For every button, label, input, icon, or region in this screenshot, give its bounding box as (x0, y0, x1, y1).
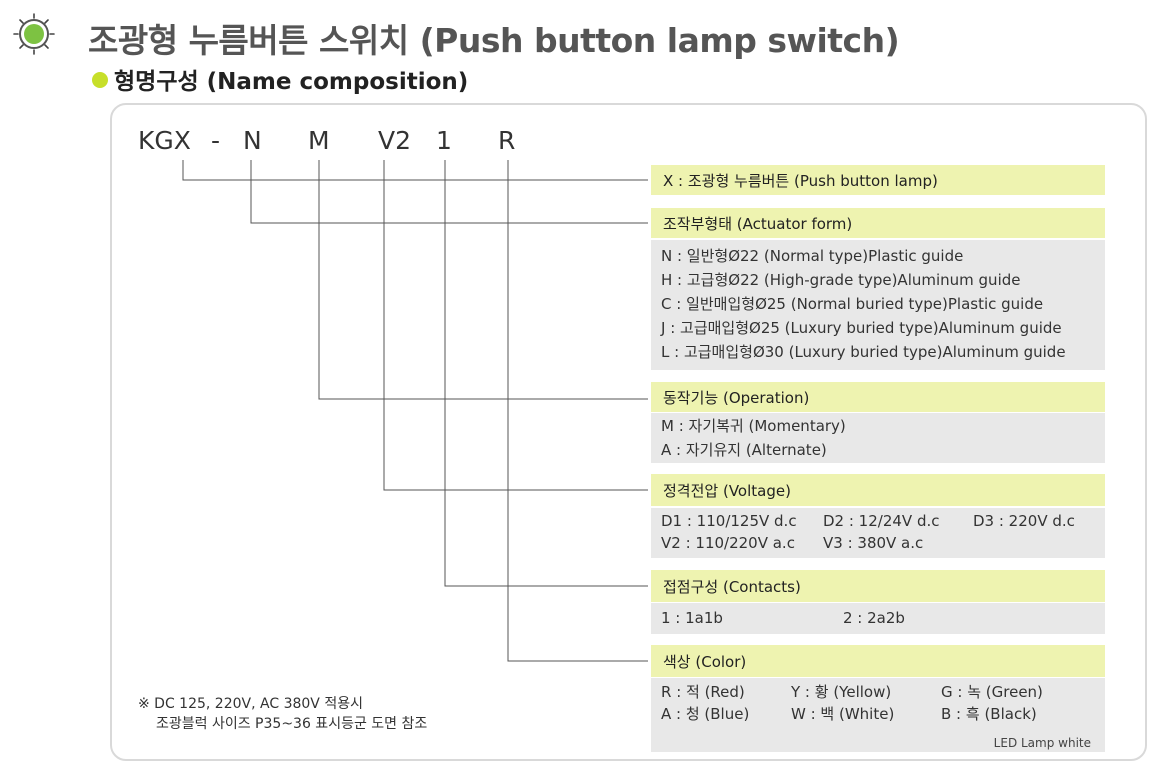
color-option: B : 흑 (Black) (941, 705, 1037, 723)
section-subtitle: 형명구성 (Name composition) (92, 62, 468, 96)
contacts-header: 접점구성 (Contacts) (651, 570, 1105, 602)
connector-voltage (383, 160, 648, 491)
bullet-dot-icon (92, 72, 108, 88)
connector-actuator (250, 160, 648, 224)
footnote-line: ※ DC 125, 220V, AC 380V 적용시 (138, 696, 363, 712)
actuator-header: 조작부형태 (Actuator form) (651, 208, 1105, 238)
color-option: R : 적 (Red) (661, 683, 745, 701)
composition-frame (110, 103, 1147, 761)
actuator-option: L : 고급매입형Ø30 (Luxury buried type)Aluminu… (661, 343, 1066, 361)
footnote-line: 조광블럭 사이즈 P35~36 표시등군 도면 참조 (156, 716, 428, 732)
code-series: KGX (138, 126, 191, 155)
voltage-option: V3 : 380V a.c (823, 534, 924, 552)
actuator-option: C : 일반매입형Ø25 (Normal buried type)Plastic… (661, 295, 1044, 313)
color-option: A : 청 (Blue) (661, 705, 750, 723)
voltage-option: D2 : 12/24V d.c (823, 512, 940, 530)
color-header: 색상 (Color) (651, 645, 1105, 677)
operation-option: M : 자기복귀 (Momentary) (661, 417, 846, 435)
actuator-option: N : 일반형Ø22 (Normal type)Plastic guide (661, 247, 964, 265)
voltage-body: D1 : 110/125V d.c D2 : 12/24V d.c D3 : 2… (651, 508, 1105, 558)
voltage-header: 정격전압 (Voltage) (651, 474, 1105, 506)
actuator-option: H : 고급형Ø22 (High-grade type)Aluminum gui… (661, 271, 1021, 289)
green-lamp-icon (12, 12, 56, 56)
voltage-option: D1 : 110/125V d.c (661, 512, 797, 530)
connector-contacts (444, 160, 648, 587)
footnote: ※ DC 125, 220V, AC 380V 적용시 조광블럭 사이즈 P35… (138, 694, 427, 734)
led-note: LED Lamp white (993, 736, 1091, 750)
contacts-option: 1 : 1a1b (661, 609, 723, 627)
operation-option: A : 자기유지 (Alternate) (661, 441, 827, 459)
contacts-option: 2 : 2a2b (843, 609, 905, 627)
code-dash: - (211, 126, 221, 155)
color-body: R : 적 (Red) Y : 황 (Yellow) G : 녹 (Green)… (651, 678, 1105, 752)
operation-body: M : 자기복귀 (Momentary) A : 자기유지 (Alternate… (651, 413, 1105, 463)
voltage-option: D3 : 220V d.c (973, 512, 1075, 530)
operation-header: 동작기능 (Operation) (651, 382, 1105, 412)
connector-type (182, 160, 648, 181)
actuator-option: J : 고급매입형Ø25 (Luxury buried type)Aluminu… (661, 319, 1062, 337)
contacts-body: 1 : 1a1b 2 : 2a2b (651, 603, 1105, 634)
voltage-option: V2 : 110/220V a.c (661, 534, 795, 552)
page-title: 조광형 누름버튼 스위치 (Push button lamp switch) (88, 21, 900, 60)
code-color: R (498, 126, 516, 155)
subtitle-text: 형명구성 (Name composition) (114, 69, 469, 95)
color-option: G : 녹 (Green) (941, 683, 1043, 701)
code-operation: M (308, 126, 330, 155)
code-contacts: 1 (436, 126, 452, 155)
code-voltage: V2 (378, 126, 412, 155)
type-header: X : 조광형 누름버튼 (Push button lamp) (651, 165, 1105, 195)
color-option: Y : 황 (Yellow) (791, 683, 892, 701)
code-actuator: N (243, 126, 262, 155)
connector-color (507, 160, 648, 662)
actuator-body: N : 일반형Ø22 (Normal type)Plastic guide H … (651, 240, 1105, 370)
color-option: W : 백 (White) (791, 705, 895, 723)
connector-operation (318, 160, 648, 400)
